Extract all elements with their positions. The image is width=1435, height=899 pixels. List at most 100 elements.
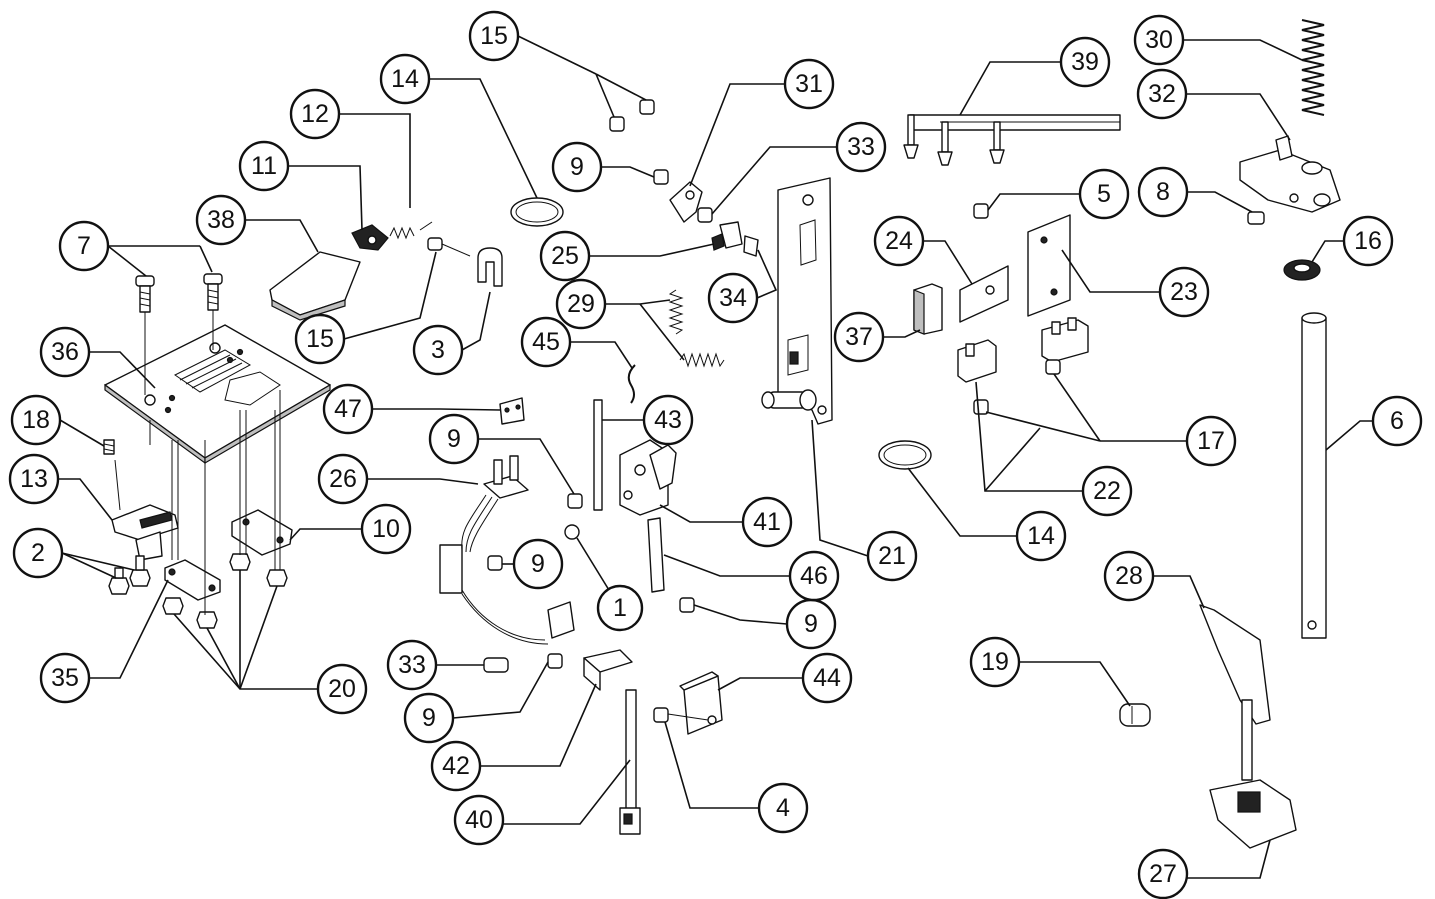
callout-40: 40 (453, 794, 505, 846)
latch-11 (351, 224, 389, 251)
callout-35: 35 (39, 652, 91, 704)
screw-2-b (108, 567, 130, 595)
screw-7-left (135, 275, 155, 313)
callout-47-label: 47 (334, 395, 362, 423)
bracket-35 (164, 559, 221, 601)
callout-39-label: 39 (1071, 48, 1099, 76)
callout-20-label: 20 (328, 675, 356, 703)
screws-20 (162, 553, 288, 629)
callout-9-bottom: 9 (403, 692, 455, 744)
presser-bar-6 (1301, 312, 1327, 639)
callout-31: 31 (783, 58, 835, 110)
callout-2: 2 (12, 527, 64, 579)
callout-9-right: 9 (785, 598, 837, 650)
callout-46: 46 (788, 550, 840, 602)
callout-43: 43 (642, 394, 694, 446)
callout-33-top: 33 (835, 121, 887, 173)
callout-6-label: 6 (1390, 407, 1404, 435)
screw-5 (973, 203, 989, 219)
screw-9-bottom (547, 653, 563, 669)
callout-29: 29 (555, 278, 607, 330)
callout-18: 18 (10, 394, 62, 446)
callout-42: 42 (430, 740, 482, 792)
bracket-42 (583, 649, 633, 691)
retaining-ring-14-top (510, 197, 564, 227)
pin-1 (564, 524, 580, 540)
callout-25: 25 (539, 230, 591, 282)
callout-21: 21 (866, 530, 918, 582)
callout-36-label: 36 (51, 338, 79, 366)
callout-1-label: 1 (613, 594, 627, 622)
bracket-44 (679, 671, 723, 735)
screw-7-right (203, 273, 223, 311)
callout-38-label: 38 (207, 206, 235, 234)
callout-14-right: 14 (1015, 510, 1067, 562)
callout-9-switch-label: 9 (531, 550, 545, 578)
assembly-guide-lines (114, 310, 281, 615)
clip-3 (477, 247, 503, 287)
spring-29-vertical (668, 289, 684, 335)
callout-4: 4 (757, 782, 809, 834)
bobbin-cover-38 (269, 251, 361, 321)
callout-9-switch: 9 (512, 538, 564, 590)
callout-33-top-label: 33 (847, 133, 875, 161)
bracket-10 (231, 509, 293, 556)
callout-19-label: 19 (981, 648, 1009, 676)
callout-46-label: 46 (800, 562, 828, 590)
plate-34 (743, 235, 759, 257)
callout-9-bottom-label: 9 (422, 704, 436, 732)
screw-33-top (697, 207, 713, 223)
callout-37-label: 37 (845, 323, 873, 351)
screw-2-a (129, 555, 151, 587)
block-37 (913, 283, 943, 335)
callout-34-label: 34 (719, 284, 747, 312)
callout-32-label: 32 (1148, 80, 1176, 108)
callout-26: 26 (317, 453, 369, 505)
callout-1: 1 (596, 584, 644, 632)
callout-15-top: 15 (468, 10, 520, 62)
callout-14-top: 14 (379, 53, 431, 105)
callout-28: 28 (1103, 550, 1155, 602)
leader-lines (58, 35, 1373, 879)
wire-45 (627, 364, 636, 404)
callout-16: 16 (1342, 215, 1394, 267)
callout-23-label: 23 (1170, 278, 1198, 306)
callout-30-label: 30 (1145, 26, 1173, 54)
callout-12-label: 12 (301, 100, 329, 128)
callout-20: 20 (316, 663, 368, 715)
screws-15-upper (609, 99, 655, 132)
callout-5-label: 5 (1097, 180, 1111, 208)
screw-15-left (427, 237, 471, 257)
callout-10-label: 10 (372, 515, 400, 543)
callout-33-bottom: 33 (386, 639, 438, 691)
callout-31-label: 31 (795, 70, 823, 98)
callout-44-label: 44 (813, 664, 841, 692)
switch-26 (439, 455, 575, 645)
screw-8 (1247, 211, 1265, 225)
spring-29-horizontal (679, 352, 725, 368)
callout-22: 22 (1081, 465, 1133, 517)
callout-9-top: 9 (551, 141, 603, 193)
callout-47: 47 (322, 383, 374, 435)
callout-39: 39 (1059, 36, 1111, 88)
callout-15-left-label: 15 (306, 325, 334, 353)
callout-15-left: 15 (294, 313, 346, 365)
needle-plate-part (104, 324, 331, 465)
callout-30: 30 (1133, 14, 1185, 66)
callout-9-right-label: 9 (804, 610, 818, 638)
callout-40-label: 40 (465, 806, 493, 834)
callout-35-label: 35 (51, 664, 79, 692)
bar-40 (619, 689, 641, 835)
screw-4 (653, 707, 709, 723)
callout-45-label: 45 (532, 328, 560, 356)
callout-14-right-label: 14 (1027, 522, 1055, 550)
screw-9-mid (487, 493, 695, 613)
spring-30 (1301, 19, 1325, 116)
callout-7-label: 7 (77, 232, 91, 260)
callout-8: 8 (1137, 166, 1189, 218)
callout-3: 3 (412, 324, 464, 376)
lever-31 (669, 181, 703, 223)
callout-27: 27 (1137, 848, 1189, 899)
feed-dog-13 (111, 504, 179, 561)
